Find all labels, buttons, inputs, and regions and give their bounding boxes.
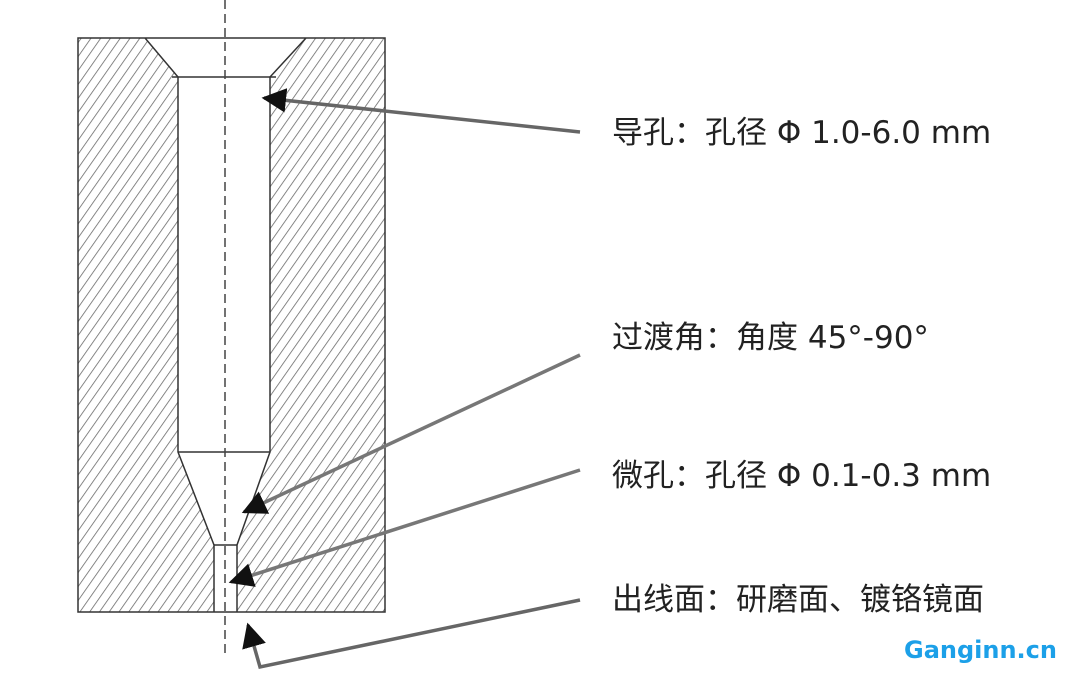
guide-hole-label: 导孔：孔径 Φ 1.0-6.0 mm bbox=[612, 115, 991, 151]
die-body bbox=[77, 37, 386, 613]
transition-angle-label: 过渡角：角度 45°-90° bbox=[612, 320, 929, 356]
leader-transition-angle bbox=[241, 353, 581, 514]
micro-hole-label: 微孔：孔径 Φ 0.1-0.3 mm bbox=[612, 458, 991, 494]
exit-face-label: 出线面：研磨面、镀铬镜面 bbox=[612, 582, 984, 618]
leader-micro-hole bbox=[228, 468, 581, 587]
leader-exit-face bbox=[242, 598, 581, 670]
watermark-text: Ganginn.cn bbox=[904, 636, 1057, 664]
leader-guide-hole bbox=[261, 88, 581, 134]
